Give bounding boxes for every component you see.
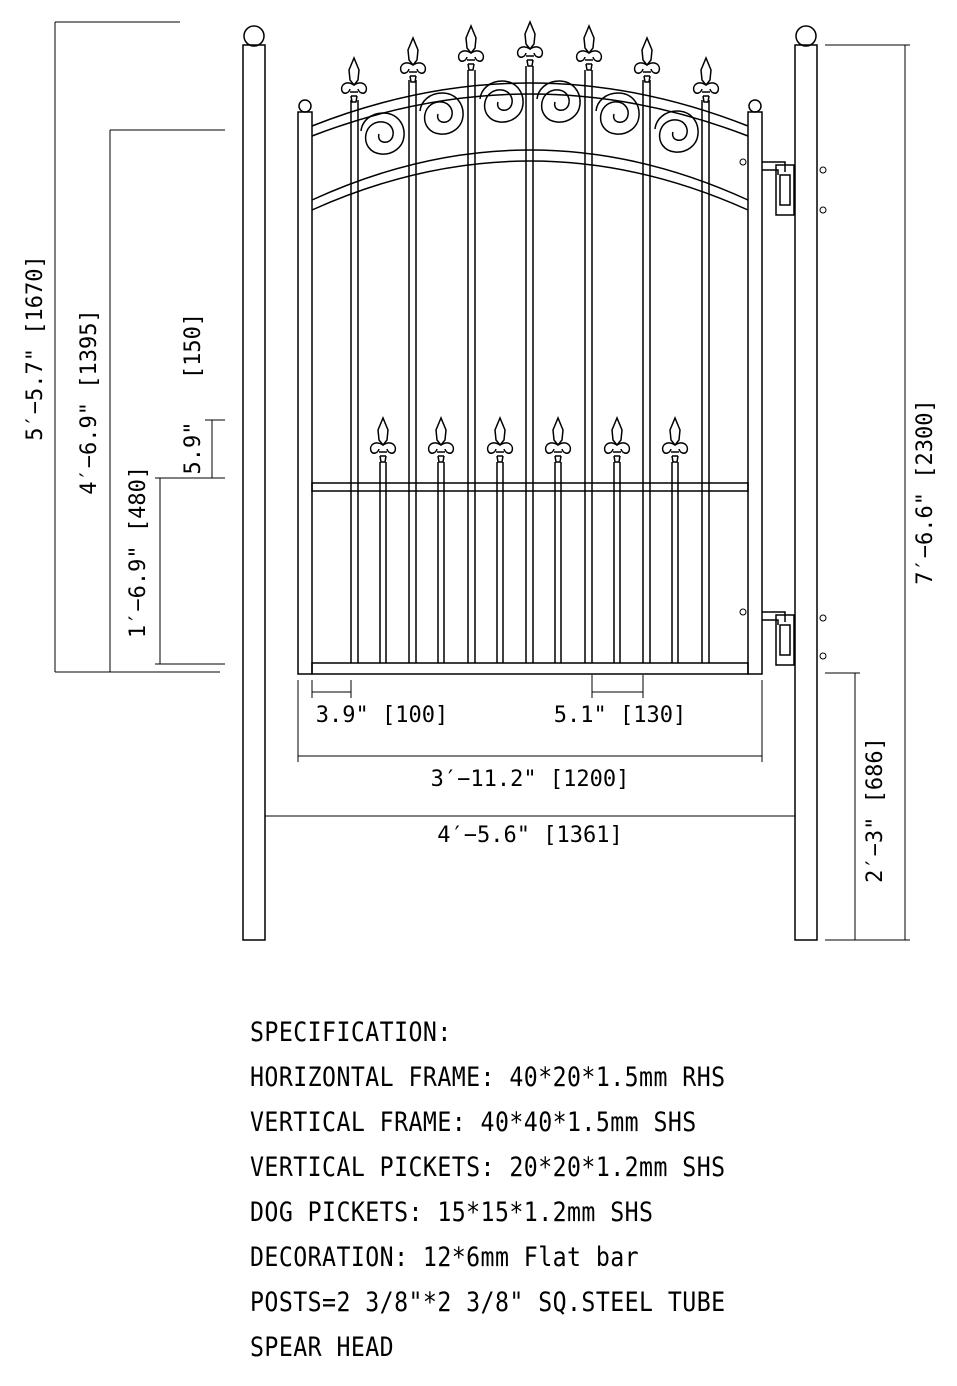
dog-rail-height-label: 1′−6.9" [480] <box>126 466 151 638</box>
gate-drawing: 5′−5.7" [1670] 4′−6.9" [1395] 1′−6.9" [4… <box>23 21 938 941</box>
dimension-post-span: 4′−5.6" [1361] <box>265 815 795 848</box>
spec-horizontal-frame: HORIZONTAL FRAME: 40*20*1.5mm RHS <box>250 1062 726 1093</box>
specification-title: SPECIFICATION: <box>250 1017 452 1048</box>
spear-offset-label: [150] <box>181 313 206 379</box>
gate-height-label: 4′−6.9" [1395] <box>77 309 102 494</box>
gate-frame <box>297 82 763 675</box>
dimension-post-ground: 2′−3" [686] <box>825 672 888 940</box>
post-height-label: 7′−6.6" [2300] <box>913 399 938 584</box>
dimension-spear-offset: [150] 5.9" <box>181 313 225 478</box>
hinge-icon <box>739 158 827 216</box>
post-span-label: 4′−5.6" [1361] <box>437 823 622 848</box>
hinge-icon <box>739 608 827 666</box>
left-post <box>242 25 266 941</box>
spec-posts: POSTS=2 3/8"*2 3/8" SQ.STEEL TUBE <box>250 1287 726 1318</box>
spec-vertical-frame: VERTICAL FRAME: 40*40*1.5mm SHS <box>250 1107 697 1138</box>
specification-block: SPECIFICATION: HORIZONTAL FRAME: 40*20*1… <box>250 1010 940 1370</box>
picket-spacing-label: 5.1" [130] <box>554 703 686 728</box>
overall-height-label: 5′−5.7" [1670] <box>23 255 48 440</box>
dimension-gate-width: 3′−11.2" [1200] <box>297 680 763 792</box>
gate-width-label: 3′−11.2" [1200] <box>431 767 630 792</box>
spec-dog-pickets: DOG PICKETS: 15*15*1.2mm SHS <box>250 1197 654 1228</box>
spear-head-icon <box>369 417 689 463</box>
dimension-gate-height: 4′−6.9" [1395] <box>77 129 225 672</box>
spec-spear-head: SPEAR HEAD <box>250 1332 395 1363</box>
right-post <box>794 25 818 941</box>
post-ground-label: 2′−3" [686] <box>863 737 888 883</box>
vertical-pickets <box>350 66 710 663</box>
dimension-overall-height: 5′−5.7" [1670] <box>23 21 220 673</box>
spear-offset-imperial-label: 5.9" <box>181 422 206 475</box>
spec-decoration: DECORATION: 12*6mm Flat bar <box>250 1242 640 1273</box>
bottom-gap-label: 3.9" [100] <box>316 703 448 728</box>
dog-pickets <box>379 462 679 663</box>
spec-vertical-pickets: VERTICAL PICKETS: 20*20*1.2mm SHS <box>250 1152 726 1183</box>
dimension-picket-spacing: 5.1" [130] <box>554 675 686 728</box>
dimension-dog-rail: 1′−6.9" [480] <box>126 466 225 665</box>
dimension-post-height: 7′−6.6" [2300] <box>825 44 938 941</box>
scroll-decoration-icon <box>360 80 699 155</box>
spear-head-icon <box>340 21 720 103</box>
dimension-bottom-gap: 3.9" [100] <box>311 680 448 728</box>
